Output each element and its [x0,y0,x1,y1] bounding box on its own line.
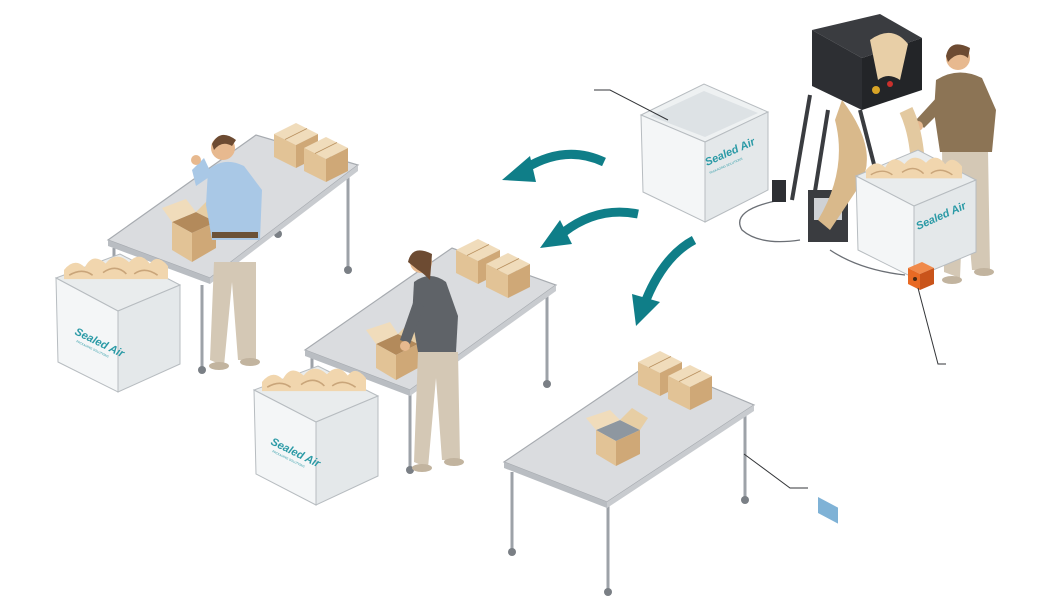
bin-callout-line [594,89,669,121]
empty-open-box [586,408,648,466]
table-callout-line [743,453,808,489]
workstation-1: Sealed Air PACKAGING SOLUTIONS [54,122,360,393]
worker-1 [191,134,262,370]
worker-2 [400,250,464,472]
pedal-callout-line [917,287,946,365]
machine-head [812,14,922,524]
flow-arrows [502,149,697,326]
workstation-3 [502,350,756,596]
empty-collection-bin: Sealed Air PACKAGING SOLUTIONS [639,83,770,223]
callout-lines [594,89,946,489]
fill-bin-1: Sealed Air PACKAGING SOLUTIONS [54,253,182,393]
workstation-2: Sealed Air PACKAGING SOLUTIONS [252,238,558,506]
fill-bin-machine: Sealed Air [854,149,978,279]
open-box [162,199,224,262]
packaging-machine-station: Sealed Air [739,14,996,524]
arrow-to-station-2 [540,207,639,248]
arrow-to-station-1 [502,149,606,182]
arrow-to-station-3 [632,236,697,326]
fill-bin-2: Sealed Air PACKAGING SOLUTIONS [252,365,380,506]
foot-pedal [908,262,934,290]
